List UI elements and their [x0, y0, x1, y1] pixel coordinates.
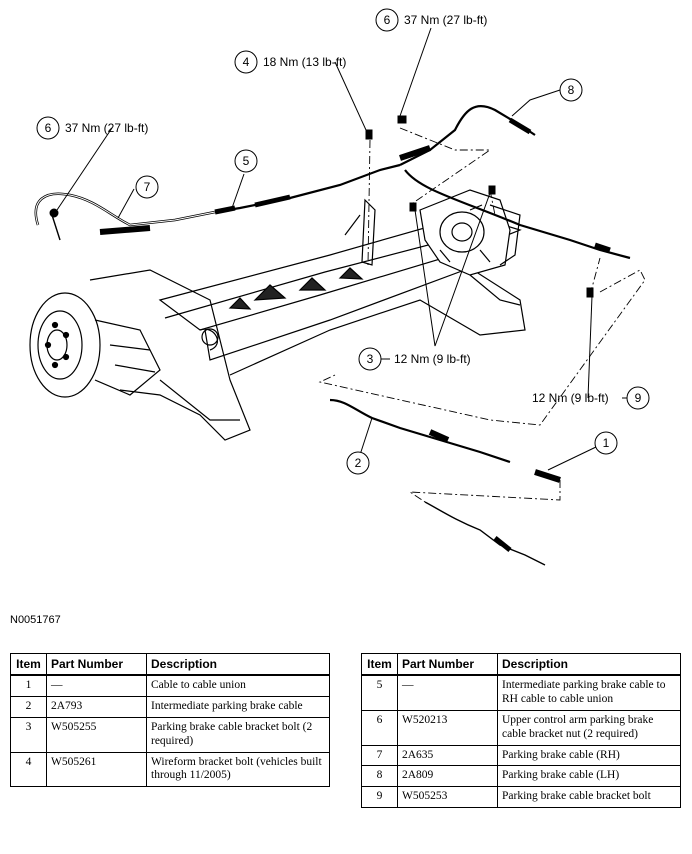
part-number-cell: W505253 [397, 786, 498, 808]
item-cell: 1 [10, 674, 47, 698]
part-number-cell: 2A635 [397, 744, 498, 767]
callout-4: 4 18 Nm (13 lb-ft) [234, 50, 346, 74]
callout-number: 8 [568, 83, 575, 97]
item-cell: 8 [361, 765, 398, 788]
callout-number: 7 [144, 180, 151, 194]
description-cell: Wireform bracket bolt (vehicles built th… [146, 751, 330, 788]
table-row: 5 — Intermediate parking brake cable to … [361, 674, 681, 711]
description-cell: Cable to cable union [146, 674, 330, 698]
callout-6-upper: 6 37 Nm (27 lb-ft) [375, 8, 487, 32]
nut-item-6-left [49, 208, 59, 218]
item-cell: 4 [10, 751, 47, 788]
exploded-view-diagram: 6 37 Nm (27 lb-ft) 4 18 Nm (13 lb-ft) 6 … [29, 8, 650, 566]
table-row: 4 W505261 Wireform bracket bolt (vehicle… [10, 751, 330, 788]
callout-leaders [56, 27, 597, 471]
fasteners [49, 115, 594, 298]
part-number-cell: W520213 [397, 709, 498, 746]
callout-number: 2 [355, 456, 362, 470]
part-number-cell: W505255 [46, 716, 147, 753]
callout-3: 3 12 Nm (9 lb-ft) [358, 347, 471, 371]
callout-number: 1 [603, 436, 610, 450]
torque-label: 18 Nm (13 lb-ft) [263, 55, 346, 69]
description-cell: Parking brake cable bracket bolt [497, 786, 681, 808]
callout-5: 5 [234, 149, 258, 173]
part-number-cell: — [397, 674, 498, 711]
description-cell: Intermediate parking brake cable to RH c… [497, 674, 681, 711]
torque-label: 37 Nm (27 lb-ft) [404, 13, 487, 27]
bolt-item-3-a [409, 202, 417, 212]
bolt-item-9 [586, 287, 594, 298]
header-part-number: Part Number [46, 653, 147, 677]
callout-2: 2 [346, 451, 370, 475]
item-cell: 6 [361, 709, 398, 746]
description-cell: Intermediate parking brake cable [146, 696, 330, 718]
item-cell: 5 [361, 674, 398, 711]
header-item: Item [10, 653, 47, 677]
part-number-cell: 2A793 [46, 696, 147, 718]
parts-table-right: Item Part Number Description 5 — Interme… [361, 653, 681, 808]
table-row: 9 W505253 Parking brake cable bracket bo… [361, 786, 681, 808]
callout-number: 6 [384, 13, 391, 27]
callout-7: 7 [135, 175, 159, 199]
callout-number: 3 [367, 352, 374, 366]
parts-table-left: Item Part Number Description 1 — Cable t… [10, 653, 330, 788]
header-part-number: Part Number [397, 653, 498, 677]
part-number-cell: — [46, 674, 147, 698]
description-cell: Parking brake cable (LH) [497, 765, 681, 788]
table-row: 7 2A635 Parking brake cable (RH) [361, 744, 681, 767]
callout-9: 12 Nm (9 lb-ft) 9 [532, 386, 650, 410]
table-row: 6 W520213 Upper control arm parking brak… [361, 709, 681, 746]
torque-label: 12 Nm (9 lb-ft) [532, 391, 609, 405]
callout-number: 4 [243, 55, 250, 69]
description-cell: Parking brake cable bracket bolt (2 requ… [146, 716, 330, 753]
table-row: 8 2A809 Parking brake cable (LH) [361, 765, 681, 788]
bolt-item-4 [365, 129, 373, 140]
description-cell: Parking brake cable (RH) [497, 744, 681, 767]
figure-id: N0051767 [10, 614, 61, 626]
item-cell: 9 [361, 786, 398, 808]
item-cell: 2 [10, 696, 47, 718]
part-number-cell: 2A809 [397, 765, 498, 788]
torque-label: 12 Nm (9 lb-ft) [394, 352, 471, 366]
torque-label: 37 Nm (27 lb-ft) [65, 121, 148, 135]
nut-item-6-upper [397, 115, 407, 124]
callout-number: 6 [45, 121, 52, 135]
header-item: Item [361, 653, 398, 677]
table-row: 2 2A793 Intermediate parking brake cable [10, 696, 330, 718]
table-row: 3 W505255 Parking brake cable bracket bo… [10, 716, 330, 753]
header-description: Description [497, 653, 681, 677]
callout-8: 8 [559, 78, 583, 102]
item-cell: 7 [361, 744, 398, 767]
rear-subframe-drawing [29, 189, 526, 441]
header-description: Description [146, 653, 330, 677]
part-number-cell: W505261 [46, 751, 147, 788]
callout-1: 1 [594, 431, 618, 455]
callout-number: 5 [243, 154, 250, 168]
callout-number: 9 [635, 391, 642, 405]
item-cell: 3 [10, 716, 47, 753]
description-cell: Upper control arm parking brake cable br… [497, 709, 681, 746]
bolt-item-3-b [488, 185, 496, 195]
callout-6-left: 6 37 Nm (27 lb-ft) [36, 116, 148, 140]
table-row: 1 — Cable to cable union [10, 674, 330, 698]
parking-brake-cables [34, 104, 631, 566]
